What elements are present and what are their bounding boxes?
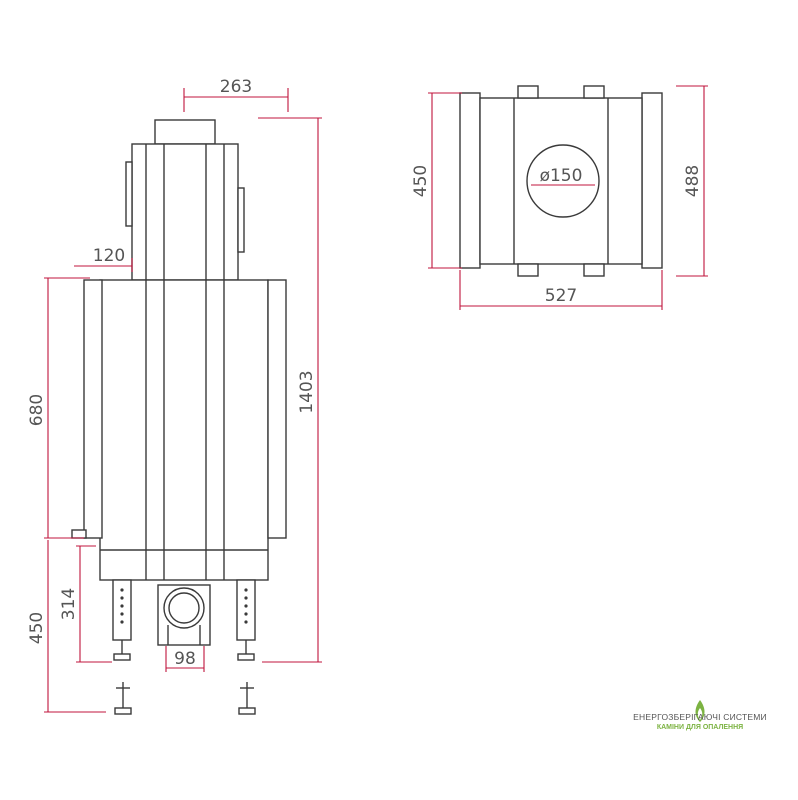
top-dimensions: 450 488 527: [411, 85, 708, 310]
top-view-left-panel: [459, 92, 481, 269]
dim-label-680: 680: [27, 394, 47, 426]
flue-circle: [526, 144, 600, 218]
right-leg: [236, 579, 256, 661]
brand-tagline: КАМІНИ ДЛЯ ОПАЛЕННЯ: [656, 724, 744, 731]
top-tab-2: [583, 85, 605, 99]
left-step: [71, 529, 87, 539]
upper-body: [131, 143, 239, 281]
front-dimensions: 263 1403 120 680 450 314 98: [27, 77, 322, 713]
dim-label-450-top: 450: [411, 165, 431, 197]
bottom-outlet-box: [157, 584, 211, 646]
right-side-panel: [267, 279, 287, 539]
top-view: ø150: [459, 85, 663, 277]
flue-diameter-label: ø150: [540, 166, 583, 186]
top-flue-collar: [154, 119, 216, 145]
dim-label-488: 488: [683, 165, 703, 197]
brand-name: ЕНЕРГОЗБЕРІГАЮЧІ СИСТЕМИ: [633, 712, 767, 722]
left-adjustable-foot: [114, 682, 132, 715]
bottom-tab-1: [517, 263, 539, 277]
dim-label-527: 527: [545, 286, 577, 306]
dim-label-1403: 1403: [297, 370, 317, 413]
upper-right-tab: [237, 187, 245, 253]
front-view: [71, 119, 287, 715]
bottom-tab-2: [583, 263, 605, 277]
flame-leaf-icon: [695, 700, 705, 722]
top-tab-1: [517, 85, 539, 99]
left-side-panel: [83, 279, 103, 539]
bottom-outlet-ring: [163, 587, 205, 629]
dim-label-98: 98: [174, 649, 196, 669]
dim-label-450-front: 450: [27, 612, 47, 644]
brand-logo: ЕНЕРГОЗБЕРІГАЮЧІ СИСТЕМИ КАМІНИ ДЛЯ ОПАЛ…: [620, 712, 780, 731]
right-adjustable-foot: [238, 682, 256, 715]
main-body: [99, 279, 269, 581]
dim-label-120: 120: [93, 246, 125, 266]
dim-label-314: 314: [59, 588, 79, 620]
bottom-outlet-inner: [168, 592, 200, 624]
dim-label-263: 263: [220, 77, 252, 97]
top-view-body: [479, 97, 643, 265]
left-leg: [112, 579, 132, 661]
upper-left-tab: [125, 161, 133, 227]
top-view-right-panel: [641, 92, 663, 269]
